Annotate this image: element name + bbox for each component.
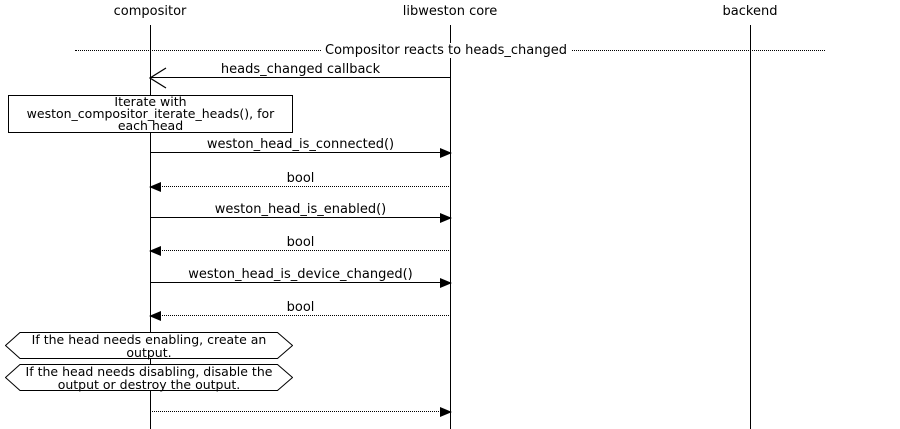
arrowhead-open-left-icon [149, 67, 167, 89]
return-bool-device-changed: bool [149, 300, 451, 321]
message-label: bool [286, 300, 315, 315]
message-label [150, 397, 451, 411]
message-line [150, 278, 452, 288]
lifeline-backend [750, 25, 751, 429]
note-iterate-heads: Iterate with weston_compositor_iterate_h… [8, 95, 293, 133]
message-line [149, 246, 451, 256]
message-line [149, 182, 451, 192]
hexnote-line: If the head needs disabling, disable the [25, 363, 273, 379]
hexnote-line: If the head needs enabling, create an [31, 331, 267, 347]
hexagon-shape [5, 332, 293, 359]
message-line [150, 213, 452, 223]
message-line [149, 67, 451, 89]
note-line: each head [117, 118, 184, 133]
message-label: bool [286, 235, 315, 250]
participant-label-compositor: compositor [113, 4, 187, 19]
return-bool-enabled: bool [149, 235, 451, 256]
hexnote-disable-output: If the head needs disabling, disable the… [5, 364, 293, 391]
return-bool-connected: bool [149, 171, 451, 192]
message-label: weston_head_is_connected() [206, 137, 395, 152]
arrowhead-filled-right-icon [440, 148, 452, 158]
hexagon-shape [5, 364, 293, 391]
arrowhead-filled-right-icon [440, 407, 452, 417]
message-label: weston_head_is_device_changed() [188, 267, 413, 282]
arrowhead-filled-right-icon [440, 278, 452, 288]
message-label: heads_changed callback [220, 62, 381, 77]
note-line: Iterate with [114, 94, 187, 109]
message-weston-head-is-enabled: weston_head_is_enabled() [150, 202, 452, 223]
lifeline-compositor [150, 25, 151, 429]
participant-label-backend: backend [722, 4, 778, 19]
message-weston-head-is-connected: weston_head_is_connected() [150, 137, 452, 158]
message-label: weston_head_is_enabled() [214, 202, 387, 217]
message-label: bool [286, 171, 315, 186]
note-line: weston_compositor_iterate_heads(), for [26, 106, 275, 121]
hexnote-enable-output: If the head needs enabling, create an ou… [5, 332, 293, 359]
lifeline-libweston-core [450, 25, 451, 429]
arrowhead-filled-left-icon [149, 311, 161, 321]
arrowhead-filled-left-icon [149, 182, 161, 192]
message-line [149, 311, 451, 321]
hexnote-line: output or destroy the output. [57, 376, 241, 392]
message-iteration-done [150, 397, 452, 417]
arrowhead-filled-left-icon [149, 246, 161, 256]
message-line [150, 407, 452, 417]
message-heads-changed-callback: heads_changed callback [149, 62, 451, 89]
hexnote-line: output. [126, 344, 172, 360]
message-weston-head-is-device-changed: weston_head_is_device_changed() [150, 267, 452, 288]
message-line [150, 148, 452, 158]
divider-label: Compositor reacts to heads_changed [321, 43, 571, 58]
arrowhead-filled-right-icon [440, 213, 452, 223]
participant-label-libweston-core: libweston core [402, 4, 498, 19]
